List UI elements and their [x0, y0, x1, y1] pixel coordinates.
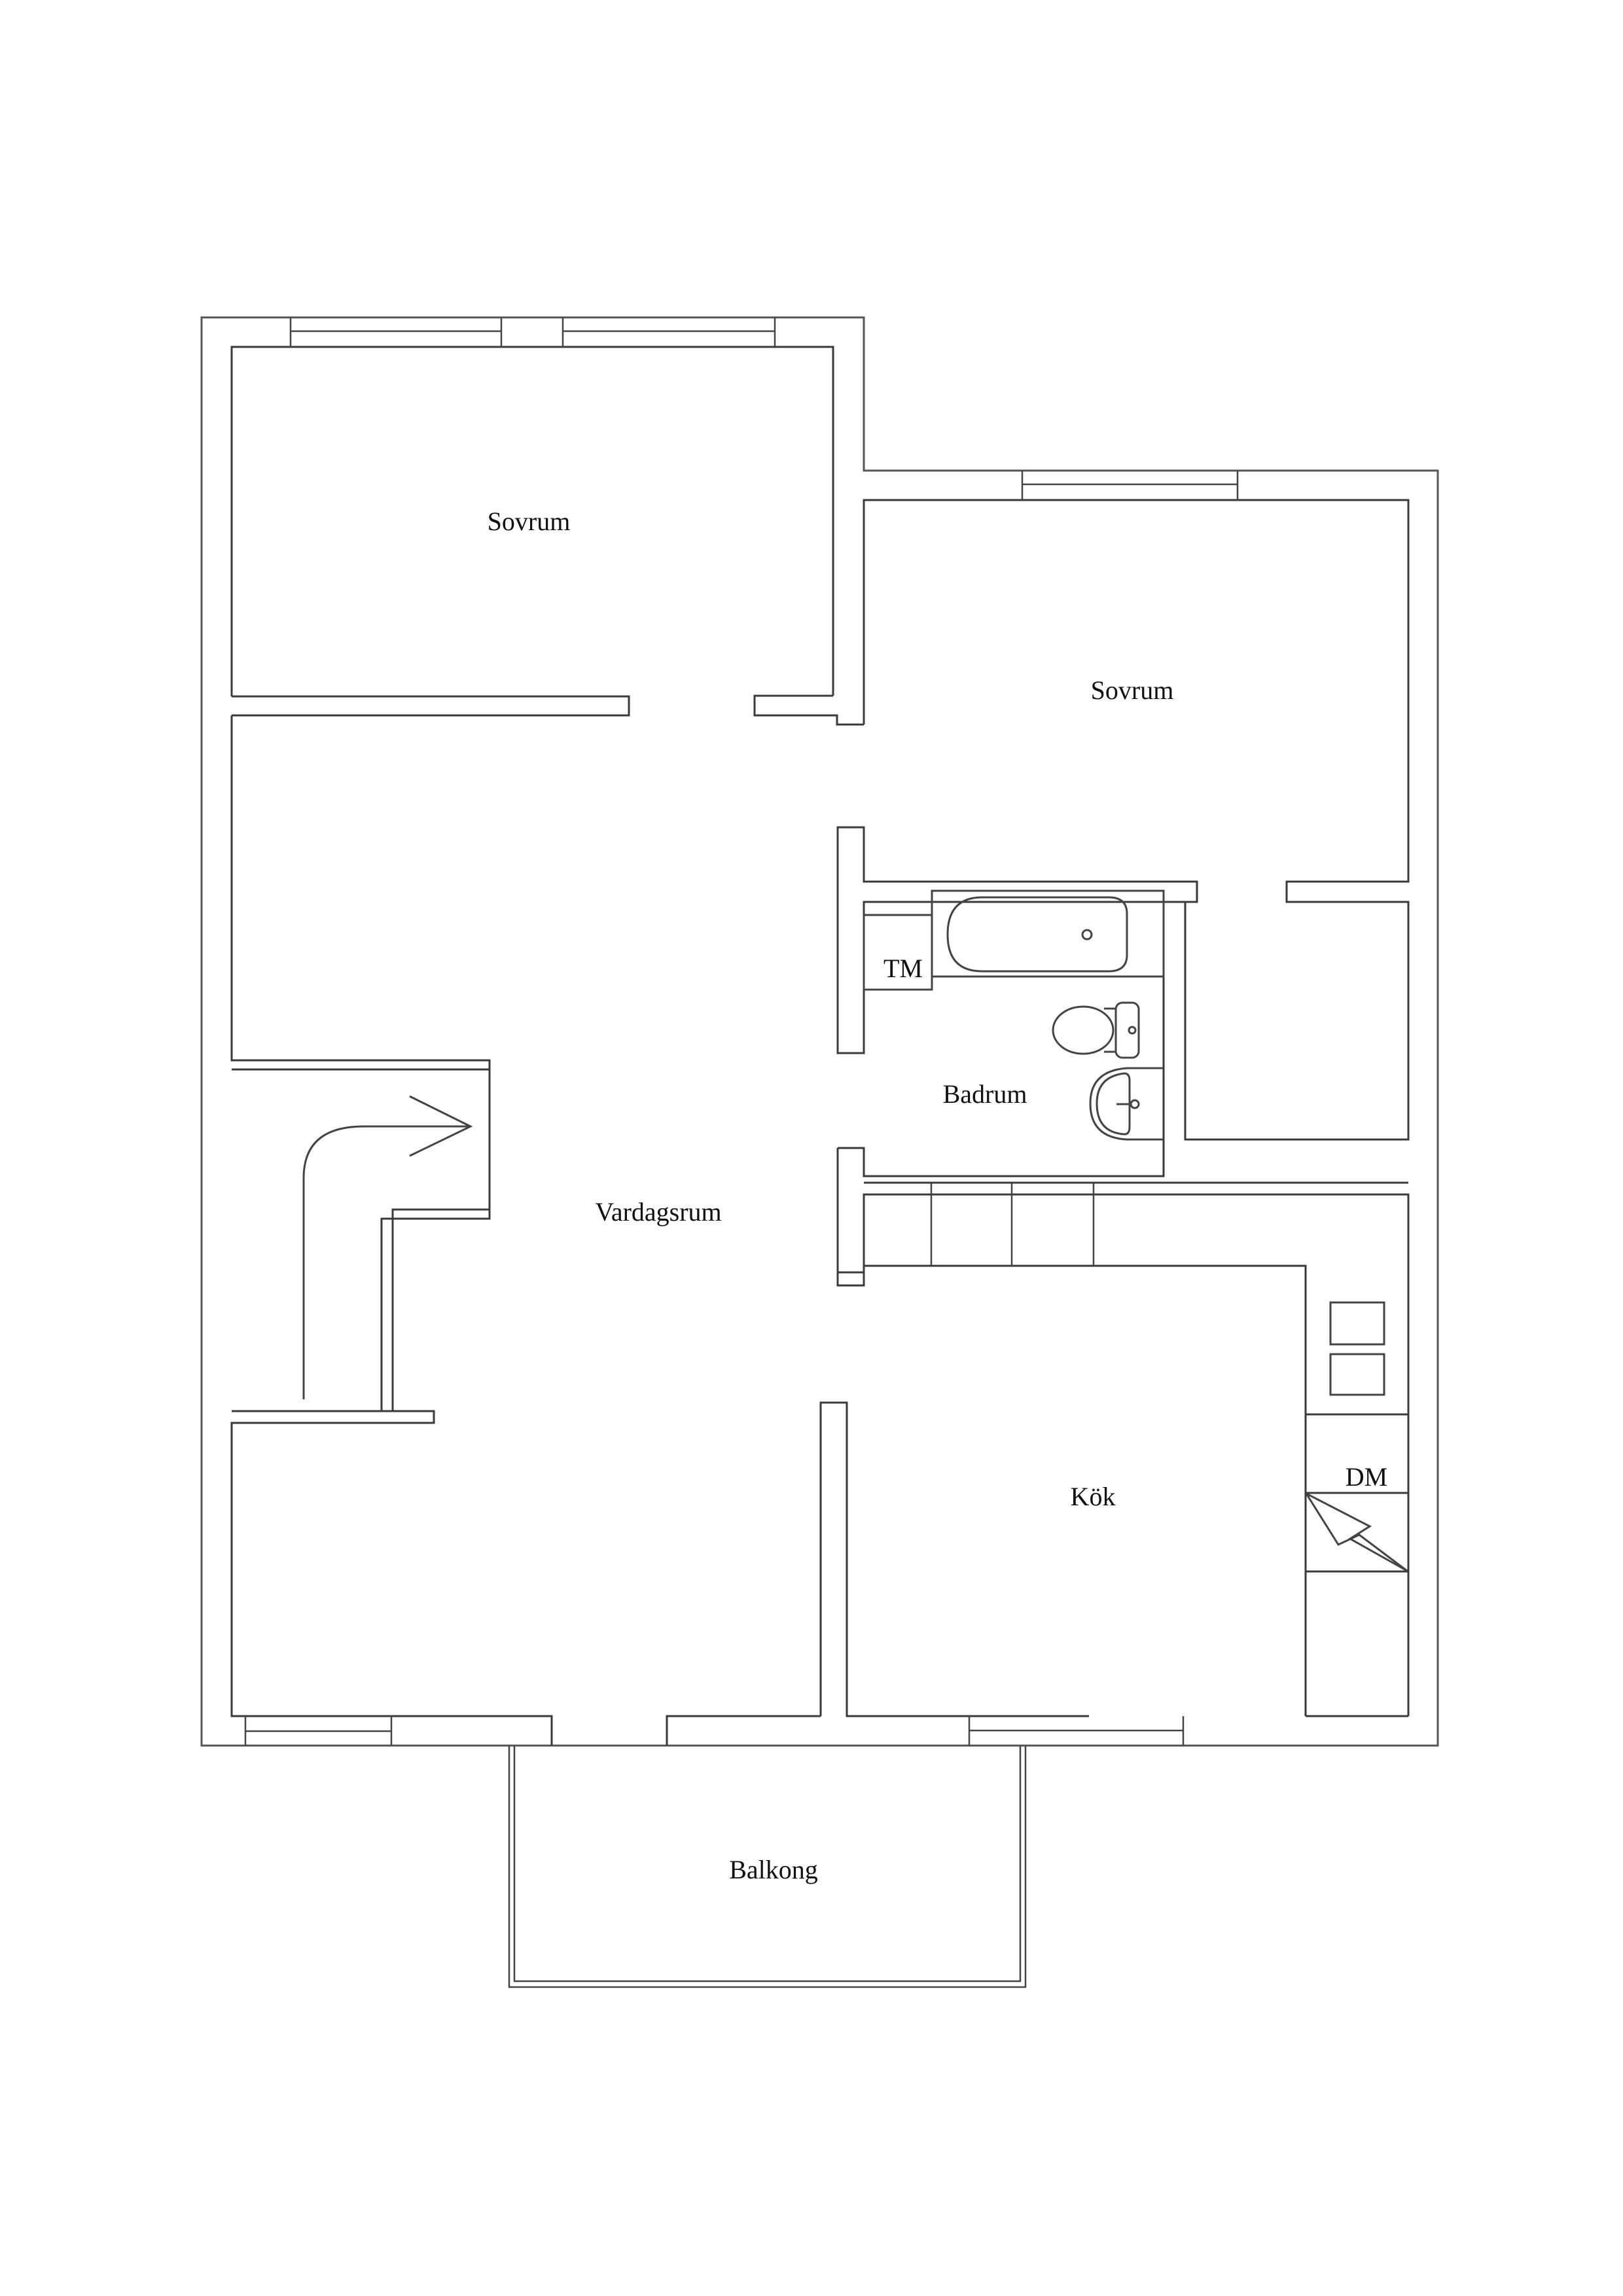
fixture-label-dishwasher: DM	[1345, 1462, 1388, 1492]
bathroom-walls	[836, 889, 1410, 1716]
room-label-bedroom-2: Sovrum	[1090, 675, 1174, 705]
room-label-kitchen: Kök	[1070, 1482, 1116, 1511]
room-label-bedroom-1: Sovrum	[487, 507, 571, 536]
electric-panel-icon	[1305, 1492, 1408, 1572]
toilet-icon	[1052, 1001, 1140, 1059]
bathtub-icon	[946, 896, 1128, 973]
room-label-balcony: Balkong	[729, 1855, 818, 1884]
bedroom-2-walls	[836, 471, 1410, 1141]
kitchen-walls	[819, 1148, 1408, 1746]
room-label-bathroom: Badrum	[942, 1079, 1027, 1109]
stairs-arrow-icon	[302, 1095, 473, 1399]
bedroom-1-walls	[230, 317, 864, 726]
sink-icon	[1089, 1067, 1164, 1141]
outer-walls	[200, 316, 1439, 1747]
balcony-outline	[508, 1746, 1027, 1988]
living-room-walls	[230, 715, 821, 1746]
fixture-label-laundry: TM	[883, 954, 923, 983]
room-label-living-room: Vardagsrum	[595, 1197, 722, 1227]
